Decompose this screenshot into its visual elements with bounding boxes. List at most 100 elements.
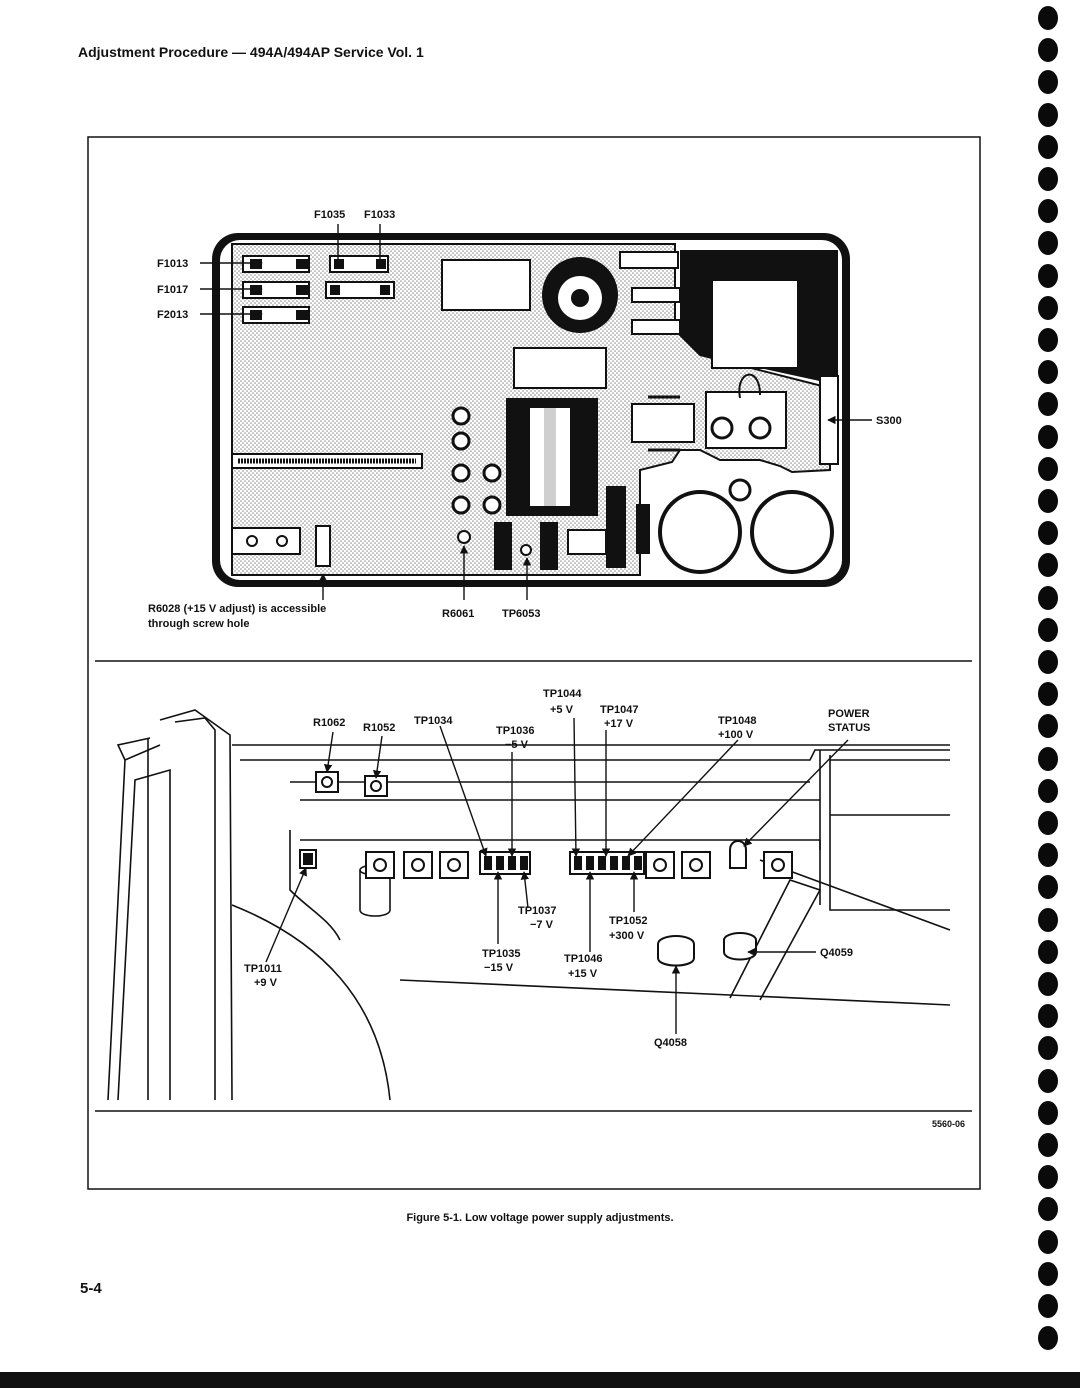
binder-hole bbox=[1038, 553, 1058, 578]
q4058 bbox=[657, 935, 695, 967]
label-r1052: R1052 bbox=[363, 722, 395, 734]
binder-hole bbox=[1038, 295, 1058, 320]
binder-hole bbox=[1038, 811, 1058, 835]
label-tp1011: TP1011 bbox=[244, 963, 282, 975]
label-f1013: F1013 bbox=[157, 258, 188, 270]
binder-hole bbox=[1038, 263, 1058, 288]
figure-frame bbox=[87, 136, 981, 1190]
label-status: STATUS bbox=[828, 722, 870, 734]
binder-hole bbox=[1038, 489, 1058, 513]
label-tp1044-voltage: +5 V bbox=[550, 704, 574, 716]
binder-hole bbox=[1038, 585, 1058, 610]
label-power: POWER bbox=[828, 708, 870, 720]
label-tp1052-voltage: +300 V bbox=[609, 930, 645, 942]
binder-hole bbox=[1038, 972, 1058, 996]
binder-hole bbox=[1038, 1133, 1058, 1157]
binder-hole bbox=[1038, 650, 1058, 674]
label-s300: S300 bbox=[876, 415, 902, 427]
fuse-f1033 bbox=[325, 281, 395, 299]
fuse-f2013 bbox=[242, 306, 310, 324]
label-tp1035-voltage: −15 V bbox=[484, 962, 514, 974]
binder-hole bbox=[1038, 1197, 1058, 1222]
binder-hole bbox=[1038, 6, 1058, 30]
binder-hole bbox=[1038, 778, 1058, 803]
binder-hole bbox=[1038, 424, 1058, 449]
label-tp1052: TP1052 bbox=[609, 915, 648, 927]
test-point-cluster-right bbox=[569, 851, 645, 875]
label-tp1044: TP1044 bbox=[543, 688, 582, 700]
binder-hole bbox=[1038, 1004, 1058, 1029]
label-tp1047: TP1047 bbox=[600, 704, 639, 716]
label-tp1035: TP1035 bbox=[482, 948, 521, 960]
binder-hole bbox=[1038, 875, 1058, 900]
binder-hole bbox=[1038, 392, 1058, 417]
fuse-f1013 bbox=[242, 255, 310, 273]
label-tp1036: TP1036 bbox=[496, 725, 535, 737]
binder-hole bbox=[1038, 231, 1058, 256]
binder-hole bbox=[1038, 360, 1058, 385]
binder-hole bbox=[1038, 1326, 1058, 1351]
label-tp1047-voltage: +17 V bbox=[604, 718, 634, 730]
binder-hole bbox=[1038, 521, 1058, 546]
label-r6028-line1: R6028 (+15 V adjust) is accessible bbox=[148, 603, 326, 615]
binder-hole bbox=[1038, 907, 1058, 932]
figure-number: 5560-06 bbox=[932, 1119, 965, 1129]
power-status-led bbox=[729, 840, 747, 869]
label-tp1034: TP1034 bbox=[414, 715, 453, 727]
q4059 bbox=[723, 932, 757, 961]
figure-diagram: F1035 F1033 F1013 F1017 F2013 S300 R6028… bbox=[87, 136, 981, 1190]
binder-hole bbox=[1038, 1261, 1058, 1286]
label-tp1048: TP1048 bbox=[718, 715, 757, 727]
switch-s300 bbox=[705, 373, 839, 465]
label-tp1037: TP1037 bbox=[518, 905, 557, 917]
binder-hole bbox=[1038, 939, 1058, 964]
page-header: Adjustment Procedure — 494A/494AP Servic… bbox=[78, 44, 424, 60]
binder-hole bbox=[1038, 1229, 1058, 1254]
label-tp1048-voltage: +100 V bbox=[718, 729, 754, 741]
label-r1062: R1062 bbox=[313, 717, 345, 729]
label-r6028-line2: through screw hole bbox=[148, 618, 249, 630]
post-stack bbox=[451, 406, 502, 515]
scan-edge-bar bbox=[0, 1372, 1080, 1388]
label-tp1037-voltage: −7 V bbox=[530, 919, 554, 931]
label-tp1036-voltage: −5 V bbox=[505, 739, 529, 751]
label-q4058: Q4058 bbox=[654, 1037, 687, 1049]
adjust-pots bbox=[299, 771, 793, 879]
label-r6061: R6061 bbox=[442, 608, 474, 620]
label-tp1046: TP1046 bbox=[564, 953, 603, 965]
figure-caption: Figure 5-1. Low voltage power supply adj… bbox=[406, 1212, 674, 1224]
fuse-f1017 bbox=[242, 281, 310, 299]
label-tp1046-voltage: +15 V bbox=[568, 968, 598, 980]
binder-hole bbox=[1038, 1068, 1058, 1093]
potentiometer bbox=[542, 257, 618, 333]
label-f1033: F1033 bbox=[364, 209, 395, 221]
binder-hole bbox=[1038, 1100, 1058, 1125]
binder-hole bbox=[1038, 1294, 1058, 1318]
label-tp6053: TP6053 bbox=[502, 608, 541, 620]
binder-hole bbox=[1038, 746, 1058, 771]
binder-hole bbox=[1038, 167, 1058, 191]
capacitors bbox=[658, 478, 834, 574]
binder-hole bbox=[1038, 456, 1058, 481]
binder-hole bbox=[1038, 328, 1058, 352]
power-supply-board bbox=[212, 233, 850, 587]
transformer bbox=[506, 398, 598, 516]
label-f2013: F2013 bbox=[157, 309, 188, 321]
binder-hole bbox=[1038, 1036, 1058, 1061]
test-point-cluster-left bbox=[479, 851, 531, 875]
binder-hole bbox=[1038, 714, 1058, 739]
binder-hole bbox=[1038, 617, 1058, 642]
binder-hole bbox=[1038, 682, 1058, 707]
binder-hole bbox=[1038, 843, 1058, 868]
label-q4059: Q4059 bbox=[820, 947, 853, 959]
binder-hole bbox=[1038, 38, 1058, 63]
binder-hole bbox=[1038, 1165, 1058, 1190]
binder-hole bbox=[1038, 102, 1058, 127]
binder-hole bbox=[1038, 199, 1058, 224]
binder-holes bbox=[1036, 0, 1060, 1370]
label-f1017: F1017 bbox=[157, 284, 188, 296]
label-f1035: F1035 bbox=[314, 209, 345, 221]
page-number: 5-4 bbox=[80, 1280, 102, 1297]
binder-hole bbox=[1038, 70, 1058, 95]
binder-hole bbox=[1038, 134, 1058, 159]
